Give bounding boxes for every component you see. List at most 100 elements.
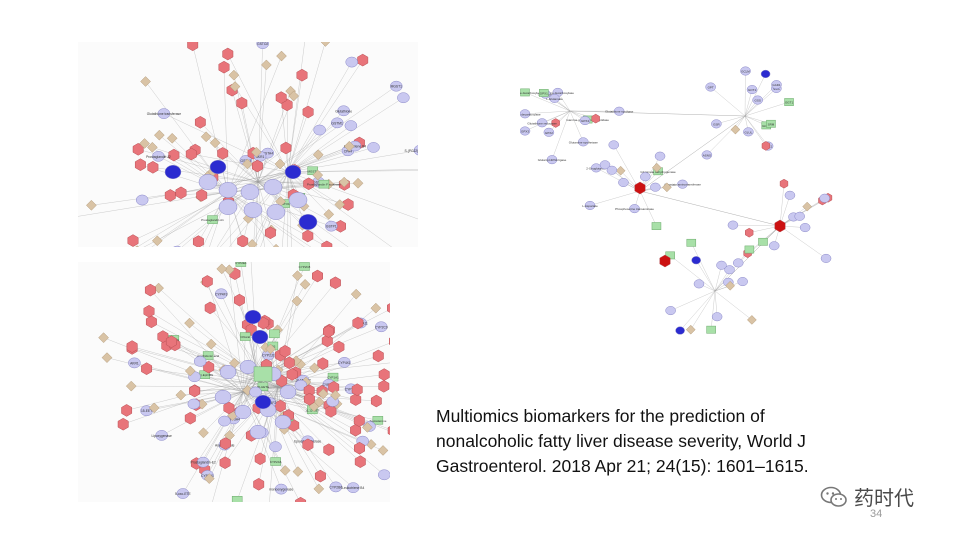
gene-node — [701, 150, 713, 160]
metabolite-node — [323, 443, 335, 456]
network-figure-glutathione-metabolism: Glutathione synthaseArginine decarboxyla… — [520, 66, 860, 341]
metabolite-node — [117, 417, 129, 431]
enzyme-node — [686, 238, 697, 247]
enzyme-node — [207, 215, 218, 224]
gene-node — [546, 155, 558, 165]
hub-gene-node — [244, 309, 262, 325]
node-label: GSS — [755, 99, 761, 103]
gene-node — [243, 202, 263, 218]
metabolite-node — [779, 178, 789, 189]
reaction-node — [615, 165, 626, 176]
gene-node — [613, 106, 625, 116]
gene-node — [266, 204, 286, 220]
node-label: GCLM — [741, 70, 750, 74]
metabolite-node — [302, 438, 314, 452]
gene-node — [239, 359, 257, 375]
network-figure-glutathione-transferase: GSTA1GSTA4GSTM1GSTM2GSTA3GSTO1GSTO2GSTK1… — [78, 42, 418, 247]
node-label: CYP2C9 — [375, 325, 388, 329]
metabolite-node — [264, 226, 276, 240]
reaction-node — [338, 176, 350, 188]
reaction-node — [151, 235, 163, 247]
metabolite-node — [184, 411, 196, 425]
metabolite-node — [168, 148, 180, 162]
reaction-node — [352, 177, 364, 189]
gene-node — [743, 127, 754, 137]
reaction-node — [246, 239, 258, 247]
gene-node — [520, 126, 531, 136]
reaction-node — [203, 473, 215, 484]
metabolite-node — [201, 275, 213, 288]
reaction-node — [135, 245, 139, 247]
node-label: Glutathione — [335, 109, 352, 113]
reaction-node — [343, 140, 355, 152]
metabolite-node — [323, 325, 334, 338]
metabolite-node — [274, 399, 286, 413]
metabolite-node — [286, 368, 298, 381]
wechat-icon — [820, 486, 847, 507]
reaction-node — [323, 209, 335, 220]
hub-gene-node — [675, 326, 685, 335]
gene-node — [711, 312, 723, 322]
metabolite-node — [251, 159, 263, 173]
caption-line-2: nonalcoholic fatty liver disease severit… — [436, 431, 806, 451]
gene-node — [345, 56, 358, 68]
reaction-node — [334, 199, 346, 210]
metabolite-node — [187, 42, 199, 52]
gene-node — [732, 258, 744, 268]
hub-gene-node — [209, 159, 227, 175]
gene-node — [727, 220, 739, 230]
metabolite-node — [303, 177, 315, 191]
gene-node — [135, 194, 149, 206]
metabolite-node — [222, 47, 234, 61]
gene-node — [346, 482, 360, 494]
gene-node — [520, 109, 531, 119]
gene-node — [173, 245, 182, 247]
node-label: Arachidonic acid — [197, 354, 219, 358]
gene-node — [329, 481, 343, 493]
metabolite-node — [141, 362, 153, 375]
node-label: Aspartate aminotransferase — [664, 183, 701, 187]
reaction-node — [317, 388, 329, 400]
gene-node — [794, 211, 805, 221]
enzyme-node — [202, 351, 214, 360]
reaction-node — [200, 131, 212, 143]
metabolite-node — [745, 227, 754, 238]
gene-node — [288, 192, 308, 208]
enzyme-node — [539, 89, 549, 97]
gene-node — [193, 355, 207, 367]
hub-gene-node — [164, 164, 182, 180]
gene-node — [650, 182, 661, 192]
metabolite-node — [350, 393, 362, 406]
metabolite-node — [342, 198, 354, 211]
gene-node — [390, 80, 403, 92]
gene-node — [196, 456, 210, 468]
metabolite-node — [659, 254, 671, 268]
node-label: SRM — [768, 122, 775, 126]
reaction-node — [153, 129, 165, 141]
reaction-node — [361, 422, 373, 433]
metabolite-node — [370, 394, 382, 408]
node-label: CYP1A1 — [327, 376, 339, 380]
caption-line-3: Gastroenterol. 2018 Apr 21; 24(15): 1601… — [436, 456, 809, 476]
reaction-node — [272, 243, 280, 247]
node-label: Ornithine decarboxylase — [542, 91, 575, 95]
watermark-text: 药时代 — [854, 486, 914, 510]
metabolite-node — [157, 330, 169, 343]
metabolite-node — [279, 345, 291, 358]
reaction-node — [229, 81, 241, 92]
enzyme-node — [231, 496, 243, 502]
metabolite-node — [378, 380, 390, 393]
metabolite-node — [121, 404, 133, 417]
reaction-node — [288, 90, 300, 102]
node-label: GGT1 — [785, 101, 793, 105]
metabolite-node — [312, 269, 323, 283]
reaction-node — [662, 182, 672, 193]
node-label: GPX4 — [581, 119, 589, 123]
gene-node — [214, 389, 232, 405]
metabolite-node — [353, 414, 365, 427]
metabolite-node — [303, 392, 315, 406]
node-label: L-Glutamate — [546, 97, 563, 101]
node-label: CYP1B1 — [345, 387, 358, 391]
metabolite-node — [143, 305, 155, 318]
reaction-node — [313, 483, 325, 495]
